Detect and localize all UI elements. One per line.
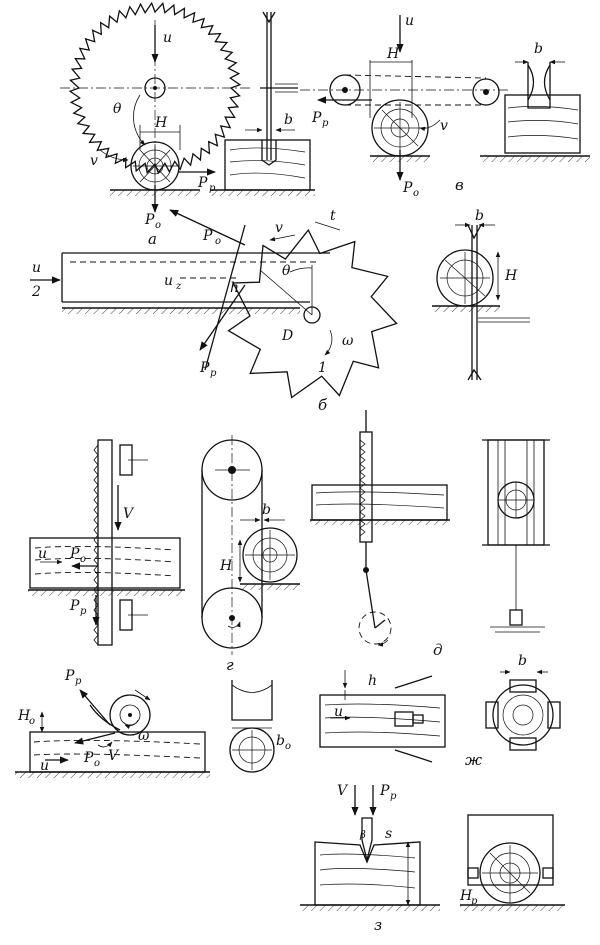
uz-label: u bbox=[164, 273, 173, 289]
scheme-zh: h u ж b bbox=[319, 653, 561, 769]
V-label-e: V bbox=[108, 748, 120, 764]
v-label-b: v bbox=[275, 220, 283, 236]
b-label-zh: b bbox=[518, 653, 527, 669]
caption-b: б bbox=[318, 396, 328, 414]
bo-label: b bbox=[276, 733, 285, 749]
band-saw-side: b H bbox=[201, 435, 300, 655]
uz-sub: z bbox=[175, 281, 182, 292]
omega-label: ω bbox=[342, 333, 354, 349]
Po-sub: o bbox=[155, 220, 161, 231]
wedge-side-view: H p bbox=[459, 814, 565, 911]
Pp-label: P bbox=[197, 175, 208, 191]
Pp-sub-g: p bbox=[80, 606, 87, 617]
two-label: 2 bbox=[31, 284, 41, 300]
Pp-label-v: P bbox=[311, 110, 322, 126]
omega-label-e: ω bbox=[138, 728, 150, 744]
saw-side-view: b bbox=[210, 11, 315, 196]
beta-label: β bbox=[359, 830, 366, 841]
u-label-g: u bbox=[38, 546, 47, 562]
toothed-disk bbox=[227, 228, 398, 399]
Pp-sub-v: p bbox=[322, 118, 329, 129]
scheme-g: V u P o P p bbox=[28, 435, 300, 674]
Hp-sub: p bbox=[471, 896, 478, 907]
v-label-v: v bbox=[440, 118, 448, 134]
caption-z: з bbox=[374, 916, 382, 934]
s-label: s bbox=[385, 826, 392, 842]
b-label-v: b bbox=[534, 41, 543, 57]
scheme-v: u H P p v P o в bbox=[300, 13, 590, 199]
band-saw-front: V u P o P p bbox=[28, 439, 185, 646]
u-label-v: u bbox=[405, 13, 414, 29]
disk-side-view: b H bbox=[432, 208, 530, 381]
Po-sub-v: o bbox=[413, 188, 419, 199]
Pp-label-g: P bbox=[69, 598, 80, 614]
log-cross-section-v bbox=[371, 99, 429, 157]
b-label-a: b bbox=[284, 112, 293, 128]
V-label-z: V bbox=[337, 783, 349, 799]
scheme-a: u θ H v P p P o а bbox=[60, 1, 315, 248]
h-label-b: h bbox=[230, 280, 239, 296]
log-cross-section bbox=[130, 141, 180, 191]
Pp-label-e: P bbox=[64, 668, 75, 684]
Po-sub-e: o bbox=[94, 758, 100, 769]
H-label-g: H bbox=[219, 558, 233, 574]
t-label: t bbox=[330, 208, 336, 224]
Ho-sub: o bbox=[29, 716, 35, 727]
caption-g: г bbox=[226, 656, 234, 674]
caption-a: а bbox=[148, 230, 157, 248]
H-label-b: H bbox=[504, 268, 518, 284]
H-label-v: H bbox=[386, 46, 400, 62]
bo-sub: o bbox=[285, 741, 291, 752]
log-cross-section-g bbox=[242, 527, 298, 583]
Po-label-v: P bbox=[402, 180, 413, 196]
Po-label-b: P bbox=[202, 228, 213, 244]
Pp-sub: p bbox=[209, 183, 216, 194]
Po-label-g: P bbox=[69, 546, 80, 562]
Pp-label-z: P bbox=[379, 783, 390, 799]
b-label-g: b bbox=[262, 502, 271, 518]
u-label: u bbox=[163, 30, 172, 46]
theta-label-b: θ bbox=[282, 263, 291, 279]
scheme-e: ω P p P o V u H o b o bbox=[15, 668, 291, 778]
caption-v: в bbox=[455, 176, 464, 194]
theta-label: θ bbox=[113, 101, 122, 117]
V-label-g: V bbox=[123, 506, 135, 522]
Po-sub-b: o bbox=[215, 236, 221, 247]
roller-side-view: b o bbox=[229, 680, 291, 773]
milling-side-view: b bbox=[480, 41, 590, 162]
Pp-sub-z: p bbox=[390, 791, 397, 802]
scheme-z: V P p β s з H p bbox=[300, 783, 565, 934]
Hp-label: H bbox=[459, 888, 473, 904]
scheme-d: д bbox=[310, 410, 550, 659]
Po-label-e: P bbox=[83, 750, 94, 766]
Ho-label: H bbox=[17, 708, 31, 724]
Pp-label-b: P bbox=[199, 360, 210, 376]
v-label: v bbox=[90, 153, 98, 169]
cutter-side-view: b bbox=[485, 653, 561, 751]
u-label-e: u bbox=[40, 758, 49, 774]
frame-saw-side bbox=[482, 439, 550, 633]
Po-label: P bbox=[144, 212, 155, 228]
scheme-b: u 2 θ P o P p u z h v t D 1 ω б bbox=[30, 208, 530, 414]
disk-teeth-outline bbox=[227, 228, 398, 399]
Pp-sub-b: p bbox=[210, 368, 217, 379]
b-label-b: b bbox=[475, 208, 484, 224]
caption-d: д bbox=[433, 641, 443, 659]
caption-zh: ж bbox=[465, 751, 482, 769]
D-label: D bbox=[281, 328, 293, 344]
Po-sub-g: o bbox=[80, 554, 86, 565]
one-label: 1 bbox=[318, 360, 327, 376]
h-label-zh: h bbox=[368, 673, 377, 689]
Pp-sub-e: p bbox=[75, 676, 82, 687]
H-label: H bbox=[154, 115, 168, 131]
u-label-zh: u bbox=[334, 704, 343, 720]
u-label-b: u bbox=[32, 260, 41, 276]
